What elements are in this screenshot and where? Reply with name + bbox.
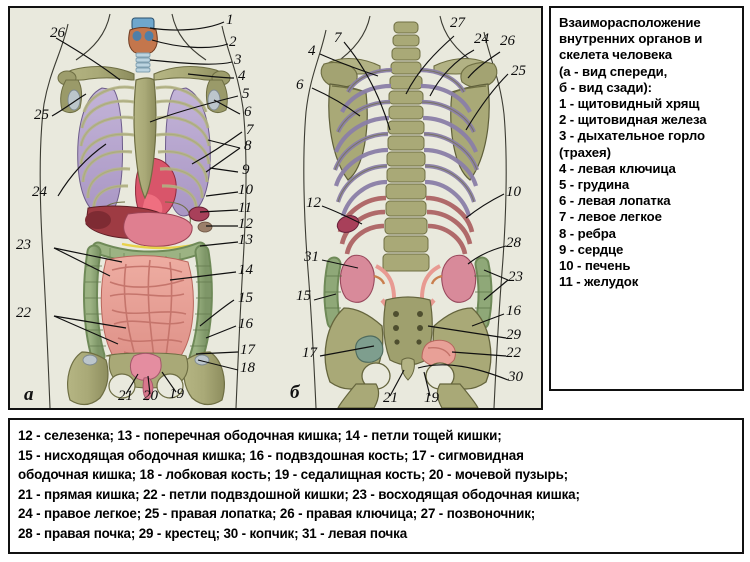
label-b-27: 27 — [450, 15, 465, 31]
legend-item-6: 6 - левая лопатка — [559, 193, 671, 209]
label-a-19: 19 — [169, 386, 184, 402]
label-b-23: 23 — [508, 269, 523, 285]
legend-item-10: 10 - печень — [559, 258, 631, 274]
legend-item-8: 8 - ребра — [559, 225, 616, 241]
legend-item-3-cont: (трахея) — [559, 144, 611, 160]
legend-item-7: 7 - левое легкое — [559, 209, 662, 225]
label-b-7: 7 — [334, 30, 342, 46]
label-a-23: 23 — [16, 237, 31, 253]
label-a-18: 18 — [240, 360, 255, 376]
label-b-4: 4 — [308, 43, 316, 59]
caption-line-4: 21 - прямая кишка; 22 - петли подвздошно… — [18, 486, 580, 502]
legend-line-1: Взаиморасположение — [559, 15, 701, 30]
legend-line-4: (а - вид спереди, — [559, 63, 668, 79]
label-b-29: 29 — [506, 327, 521, 343]
front-view-figure: 26 25 24 23 22 1 2 3 4 5 6 7 8 9 10 11 1… — [10, 8, 278, 408]
label-a-3: 3 — [234, 52, 242, 68]
legend-line-5: б - вид сзади): — [559, 79, 652, 95]
label-b-12: 12 — [306, 195, 321, 211]
label-a-24: 24 — [32, 184, 47, 200]
label-b-25: 25 — [511, 63, 526, 79]
label-b-24: 24 — [474, 31, 489, 47]
label-b-22: 22 — [506, 345, 521, 361]
label-a-17: 17 — [240, 342, 255, 358]
label-b-15: 15 — [296, 288, 311, 304]
legend-item-5: 5 - грудина — [559, 177, 630, 193]
legend-item-1: 1 - щитовидный хрящ — [559, 96, 700, 112]
label-a-11: 11 — [238, 200, 252, 216]
label-a-7: 7 — [246, 122, 254, 138]
label-a-16: 16 — [238, 316, 253, 332]
label-a-26: 26 — [50, 25, 65, 41]
label-a-1: 1 — [226, 12, 234, 28]
caption-line-6: 28 - правая почка; 29 - крестец; 30 - ко… — [18, 525, 408, 541]
caption-panel: 12 - селезенка; 13 - поперечная ободочна… — [8, 418, 744, 554]
legend-line-3: скелета человека — [559, 47, 672, 63]
view-a-marker: а — [24, 384, 34, 405]
label-a-25: 25 — [34, 107, 49, 123]
label-b-31: 31 — [304, 249, 319, 265]
label-a-8: 8 — [244, 138, 252, 154]
label-b-26: 26 — [500, 33, 515, 49]
caption-line-1: 12 - селезенка; 13 - поперечная ободочна… — [18, 428, 502, 443]
label-a-21: 21 — [118, 388, 133, 404]
caption-line-5: 24 - правое легкое; 25 - правая лопатка;… — [18, 506, 536, 522]
figures-panel: 26 25 24 23 22 1 2 3 4 5 6 7 8 9 10 11 1… — [8, 6, 543, 410]
legend-item-4: 4 - левая ключица — [559, 160, 676, 176]
label-b-28: 28 — [506, 235, 521, 251]
label-a-6: 6 — [244, 104, 252, 120]
label-b-30: 30 — [508, 369, 523, 385]
label-a-22: 22 — [16, 305, 31, 321]
legend-item-2: 2 - щитовидная железа — [559, 112, 707, 128]
label-a-9: 9 — [242, 162, 250, 178]
back-view-illustration — [278, 8, 541, 408]
label-a-13: 13 — [238, 232, 253, 248]
back-view-figure: 4 6 7 12 31 15 17 27 24 26 25 10 28 23 1… — [278, 8, 541, 408]
label-b-17: 17 — [302, 345, 317, 361]
front-view-illustration — [10, 8, 278, 408]
label-a-15: 15 — [238, 290, 253, 306]
label-b-19: 19 — [424, 390, 439, 406]
label-b-6: 6 — [296, 77, 304, 93]
legend-item-3: 3 - дыхательное горло — [559, 128, 705, 144]
label-a-14: 14 — [238, 262, 253, 278]
label-a-10: 10 — [238, 182, 253, 198]
label-a-20: 20 — [143, 388, 158, 404]
view-b-marker: б — [290, 382, 300, 403]
legend-item-11: 11 - желудок — [559, 274, 639, 290]
label-a-5: 5 — [242, 86, 250, 102]
caption-line-2: 15 - нисходящая ободочная кишка; 16 - по… — [18, 447, 524, 463]
label-b-21: 21 — [383, 390, 398, 406]
label-a-12: 12 — [238, 216, 253, 232]
legend-line-2: внутренних органов и — [559, 31, 703, 47]
label-b-16: 16 — [506, 303, 521, 319]
caption-line-3: ободочная кишка; 18 - лобковая кость; 19… — [18, 467, 568, 483]
legend-item-9: 9 - сердце — [559, 241, 624, 257]
label-a-4: 4 — [238, 68, 246, 84]
label-a-2: 2 — [229, 34, 237, 50]
legend-panel: Взаиморасположение внутренних органов и … — [549, 6, 744, 391]
label-b-10: 10 — [506, 184, 521, 200]
